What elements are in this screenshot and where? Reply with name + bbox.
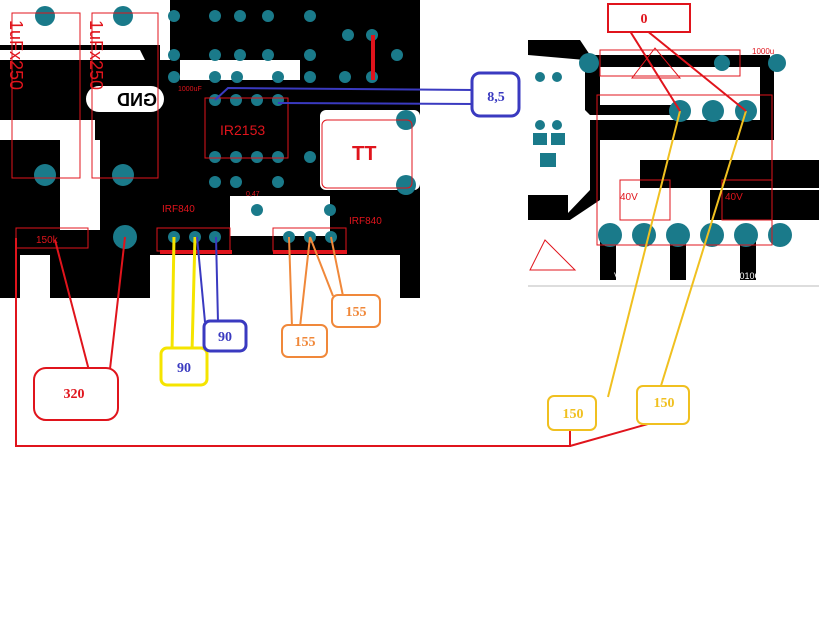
gate-blue-reading: 90 — [218, 330, 232, 345]
mos2-a-reading: 155 — [295, 335, 316, 350]
measurement-labels: 8,5 90 90 155 155 320 150 150 0 — [33, 3, 691, 431]
cap-small-label: 1000uF — [178, 86, 202, 93]
gate-yellow-reading: 90 — [177, 361, 191, 376]
output-reading: 0 — [641, 12, 648, 27]
bus-reading: 320 — [64, 387, 85, 402]
cap-40v-2-label: 40V — [725, 192, 743, 203]
diode1-label: VBR2010CT — [614, 271, 665, 281]
mosfet2-label: IRF840 — [349, 216, 382, 227]
transformer-label: TT — [352, 143, 376, 165]
cap1-label: 1uFx250 — [6, 20, 26, 90]
gnd-label: GND — [117, 90, 157, 110]
component-outlines — [11, 12, 773, 271]
ic-label: IR2153 — [220, 122, 265, 138]
cap-40v-1-label: 40V — [620, 192, 638, 203]
mos2-b-reading: 155 — [346, 305, 367, 320]
probe-wires — [15, 11, 747, 447]
pcb-labels: 1uFx250 1uFx250 GND IR2153 TT IRF840 IRF… — [6, 20, 774, 281]
vcc-reading: 8,5 — [487, 90, 505, 105]
cap2-label: 1uFx250 — [86, 20, 106, 90]
secondary-b-reading: 150 — [654, 396, 675, 411]
cap-out-label: 1000u — [752, 47, 774, 56]
cap-047-label: 0,47 — [246, 191, 260, 198]
secondary-a-reading: 150 — [563, 407, 584, 422]
resistor-label: 150k — [36, 235, 59, 246]
mosfet1-label: IRF840 — [162, 204, 195, 215]
diode2-label: VBR2010CT — [716, 271, 767, 281]
